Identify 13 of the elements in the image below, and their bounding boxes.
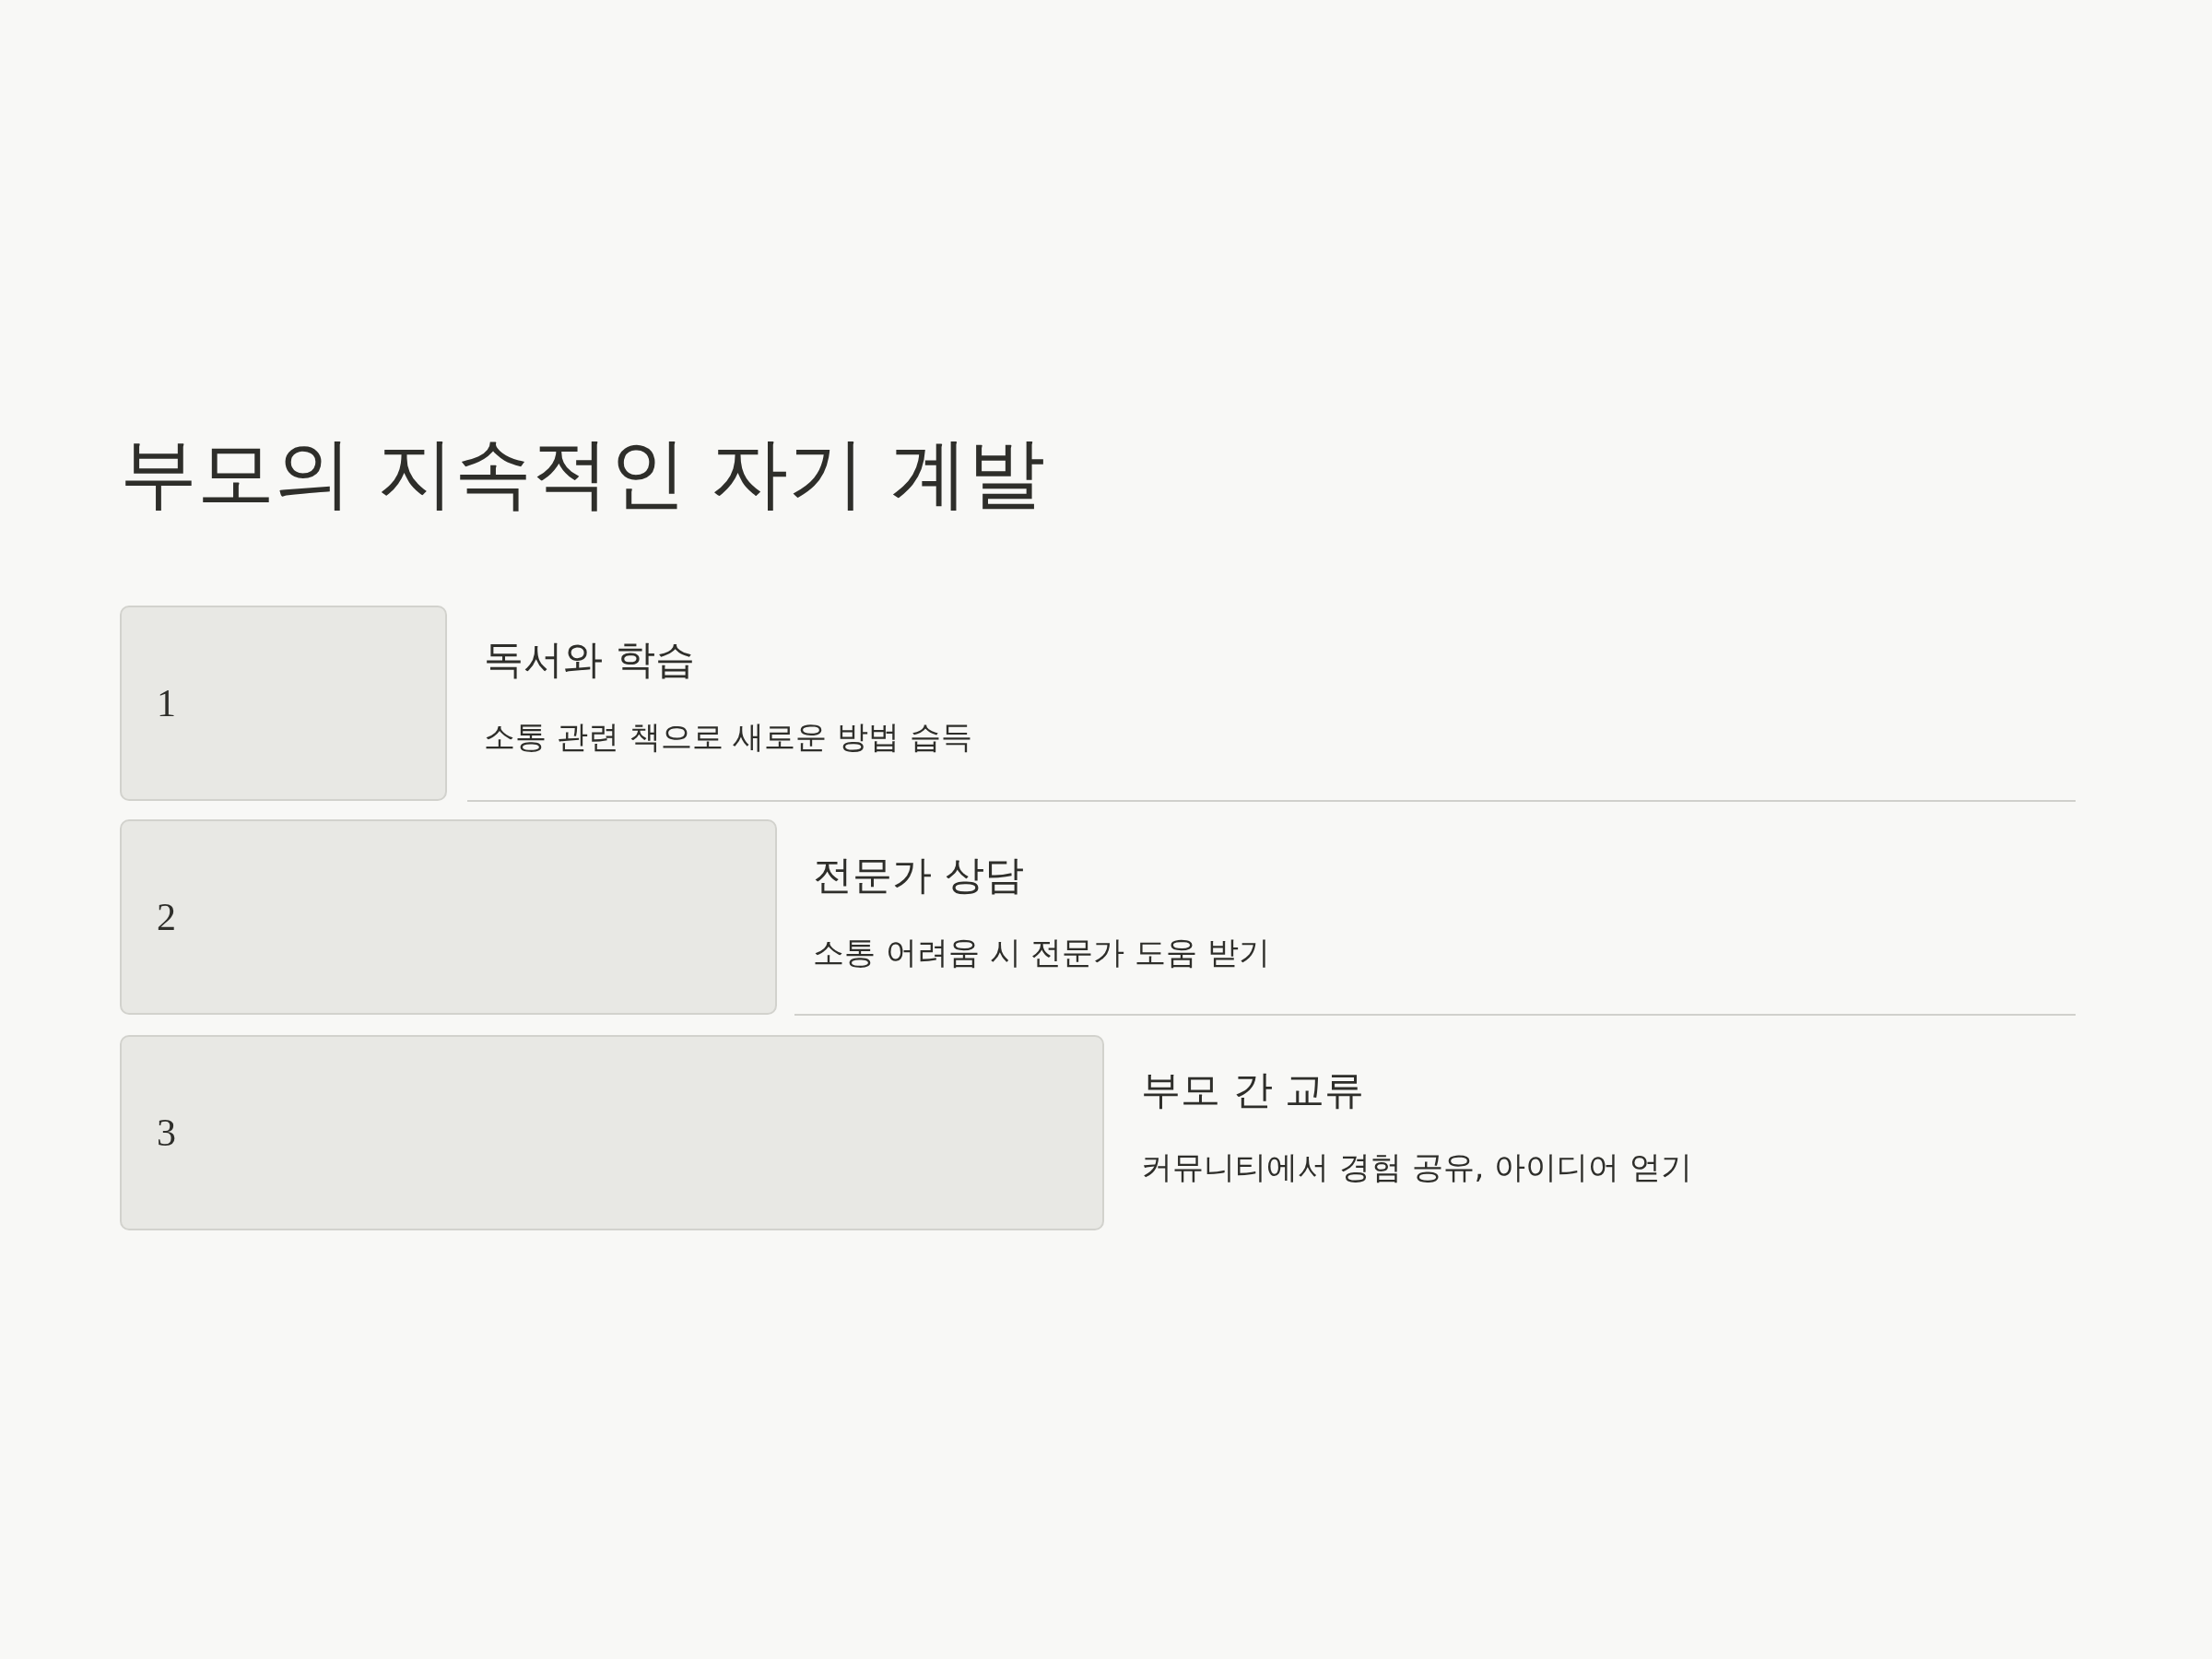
step-description: 소통 어려움 시 전문가 도움 받기: [813, 933, 1271, 972]
step-heading: 독서와 학습: [484, 635, 695, 684]
step-number: 1: [157, 681, 176, 726]
step-heading: 부모 간 교류: [1141, 1065, 1365, 1114]
step-box: [120, 819, 777, 1015]
step-description: 소통 관련 책으로 새로운 방법 습득: [484, 717, 973, 757]
step-number: 2: [157, 895, 176, 940]
step-number: 3: [157, 1111, 176, 1156]
title: 부모의 지속적인 자기 계발: [120, 427, 1046, 519]
step-box: [120, 606, 447, 801]
step-box: [120, 1035, 1104, 1230]
step-heading: 전문가 상담: [813, 851, 1024, 900]
step-description: 커뮤니티에서 경험 공유, 아이디어 얻기: [1141, 1147, 1693, 1187]
